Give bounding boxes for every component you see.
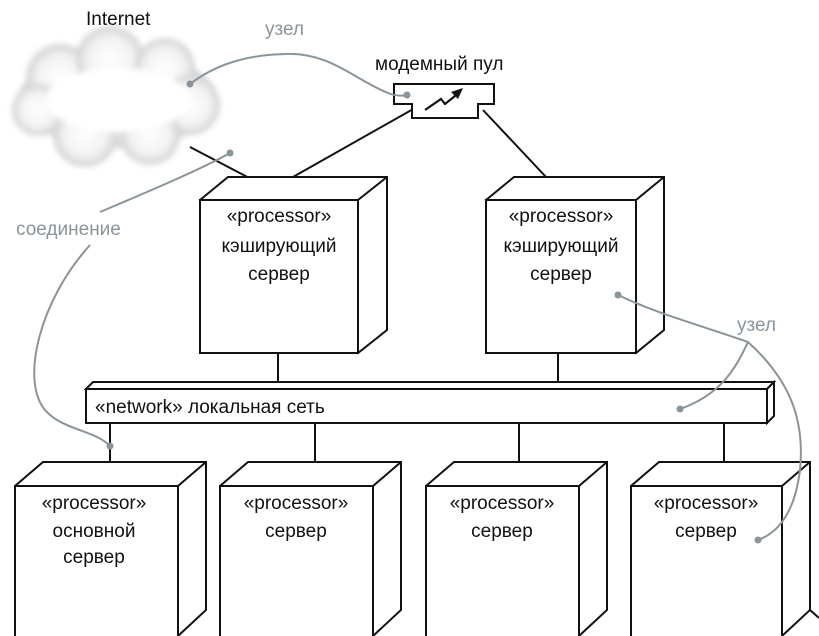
annotation-connection-leader-top bbox=[99, 152, 231, 213]
cache-server-node-1: «processor» кэширующий сервер bbox=[198, 176, 388, 355]
network-side-face bbox=[766, 379, 775, 426]
annotation-node-top-leader-cloud bbox=[189, 53, 286, 85]
network-label: «network» локальная сеть bbox=[95, 397, 325, 418]
annotation-node-right: узел bbox=[614, 291, 802, 544]
server-1-name-line2: сервер bbox=[63, 547, 125, 568]
server-1-name-line1: основной bbox=[53, 521, 136, 542]
annotation-node-top-leader-modem bbox=[284, 52, 408, 97]
annotation-node-top-label: узел bbox=[265, 19, 304, 40]
annotation-node-right-leader-server bbox=[747, 341, 802, 541]
server-4-name-line1: сервер bbox=[675, 521, 737, 542]
network-top-face bbox=[83, 381, 777, 390]
server-node-2: «processor» сервер bbox=[219, 461, 402, 636]
annotation-node-top: узел bbox=[186, 19, 411, 99]
cache-server-2-name-line1: кэширующий bbox=[503, 236, 618, 257]
modem-pool-node: модемный пул bbox=[375, 54, 503, 119]
annotation-node-right-label: узел bbox=[737, 315, 776, 336]
annotation-connection: соединение bbox=[16, 149, 234, 450]
server-node-4: «processor» сервер bbox=[630, 461, 819, 636]
annotation-node-right-leader-cache bbox=[617, 294, 749, 343]
cube-front-face bbox=[199, 199, 359, 354]
cache-server-1-name-line1: кэширующий bbox=[221, 236, 336, 257]
server-1-stereotype: «processor» bbox=[42, 493, 147, 514]
cache-server-1-name-line2: сервер bbox=[248, 264, 310, 285]
lightning-arrow-icon bbox=[424, 88, 463, 111]
cube-front-face bbox=[219, 485, 374, 636]
internet-label: Internet bbox=[86, 9, 151, 30]
network-front-face bbox=[85, 388, 768, 424]
server-3-name-line1: сервер bbox=[471, 521, 533, 542]
network-node: «network» локальная сеть bbox=[83, 379, 777, 426]
server-node-3: «processor» сервер bbox=[425, 461, 608, 636]
server-3-stereotype: «processor» bbox=[450, 493, 555, 514]
annotation-connection-label: соединение bbox=[16, 219, 121, 240]
server-4-stereotype: «processor» bbox=[654, 493, 759, 514]
cube-front-face bbox=[630, 485, 783, 636]
annotation-connection-leader-bottom bbox=[33, 244, 111, 447]
cube-front-face bbox=[425, 485, 580, 636]
cube-front-face bbox=[14, 485, 179, 636]
cube-front-face bbox=[485, 199, 637, 354]
server-2-name-line1: сервер bbox=[265, 521, 327, 542]
cloud-icon bbox=[12, 26, 220, 167]
modem-pool-label: модемный пул bbox=[375, 54, 503, 75]
cache-server-2-stereotype: «processor» bbox=[509, 206, 614, 227]
annotation-node-right-leader-network bbox=[679, 341, 749, 410]
cache-server-node-2: «processor» кэширующий сервер bbox=[484, 176, 665, 355]
cache-server-2-name-line2: сервер bbox=[530, 264, 592, 285]
server-2-stereotype: «processor» bbox=[244, 493, 349, 514]
server-node-1: «processor» основной сервер bbox=[14, 461, 207, 636]
cache-server-1-stereotype: «processor» bbox=[227, 206, 332, 227]
internet-cloud: Internet bbox=[12, 9, 220, 167]
